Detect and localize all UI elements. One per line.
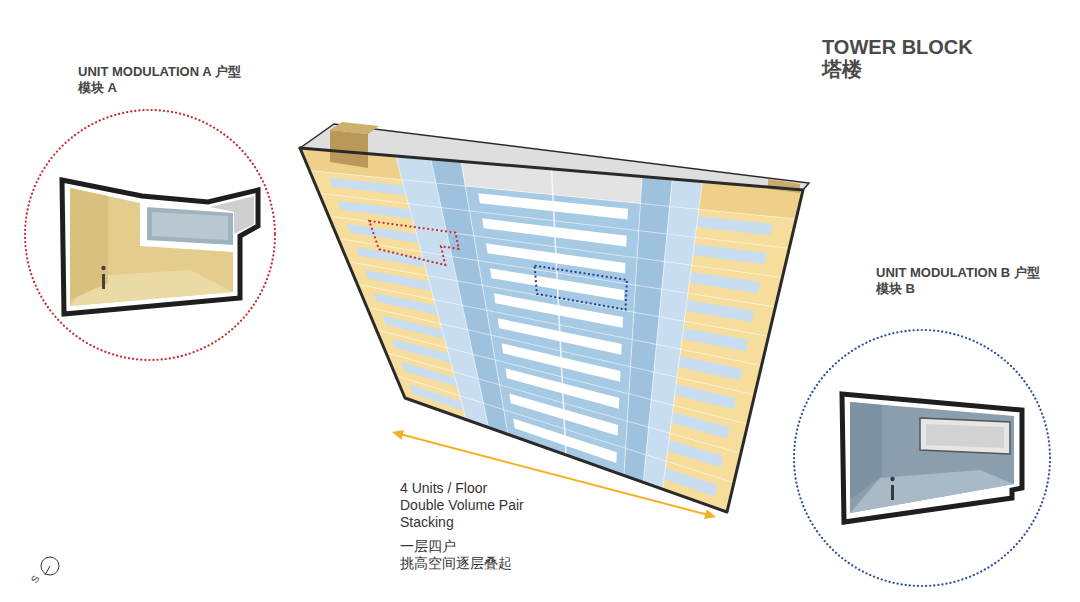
person-figure xyxy=(101,266,105,289)
compass-ring xyxy=(41,557,59,575)
arrowhead xyxy=(392,430,404,440)
roof-box xyxy=(330,122,379,134)
unit-section-illustration xyxy=(62,180,258,314)
double-volume-room xyxy=(850,402,1014,513)
facade-line xyxy=(431,159,489,428)
unit-heading: UNIT MODULATION A 户型模块 A xyxy=(78,64,243,95)
dimension-note: 4 Units / Floor Double Volume Pair Stack… xyxy=(400,480,530,531)
dotted-circle xyxy=(25,110,275,360)
window-strip xyxy=(383,316,445,339)
person-figure xyxy=(890,477,894,500)
window-strip xyxy=(675,384,736,409)
unit-frame xyxy=(62,180,258,314)
room-wall xyxy=(70,188,108,300)
double-volume-room xyxy=(70,188,233,306)
tower-outline xyxy=(300,148,803,512)
facade-center xyxy=(465,186,640,476)
unit-frame xyxy=(842,394,1022,522)
window-strip xyxy=(401,362,458,387)
window-strip xyxy=(374,293,439,315)
dotted-circle xyxy=(794,330,1050,586)
window-strip xyxy=(689,272,760,293)
unit-heading: UNIT MODULATION B 户型模块 B xyxy=(876,265,1041,296)
window-strip xyxy=(671,412,729,438)
roof-box xyxy=(330,130,368,168)
facade-line xyxy=(396,156,467,420)
window-strip xyxy=(668,440,724,467)
compass-letter: S xyxy=(29,569,46,585)
dimension-note: 一层四户 挑高空间逐层叠起 xyxy=(400,538,540,572)
compass-symbol xyxy=(41,557,59,575)
callout-shape xyxy=(790,258,1055,594)
facade-line xyxy=(552,169,567,455)
facade-line xyxy=(663,182,703,490)
facade-yellow xyxy=(663,182,803,512)
unit-callout-circle: UNIT MODULATION A 户型模块 A xyxy=(20,58,285,366)
mezzanine-volume xyxy=(920,418,1010,454)
window-strip xyxy=(329,178,406,195)
callout-shape xyxy=(20,58,285,366)
page-title: TOWER BLOCK 塔楼 xyxy=(822,36,997,80)
unit-callout-circle: UNIT MODULATION B 户型模块 B xyxy=(790,258,1055,594)
unit-b-highlight xyxy=(535,266,627,310)
roof-wedge xyxy=(210,196,254,234)
window-strip xyxy=(693,244,767,264)
window-strip xyxy=(686,300,755,322)
room-wall xyxy=(850,402,882,500)
arrowhead xyxy=(704,509,716,519)
compass-needle xyxy=(45,566,50,575)
mezzanine-inner xyxy=(152,212,228,240)
window-strip xyxy=(682,328,748,351)
window-strip xyxy=(338,201,413,219)
window-strip xyxy=(697,216,773,235)
facade-line xyxy=(624,177,642,476)
mezzanine-volume xyxy=(146,206,234,246)
window-strip xyxy=(392,339,452,363)
unit-section-illustration xyxy=(842,394,1022,522)
mezzanine-inner xyxy=(926,424,1004,448)
unit-a-highlight xyxy=(369,221,459,265)
facade-line xyxy=(461,161,508,434)
facade-line xyxy=(643,179,672,482)
tower-illustration xyxy=(300,122,809,512)
